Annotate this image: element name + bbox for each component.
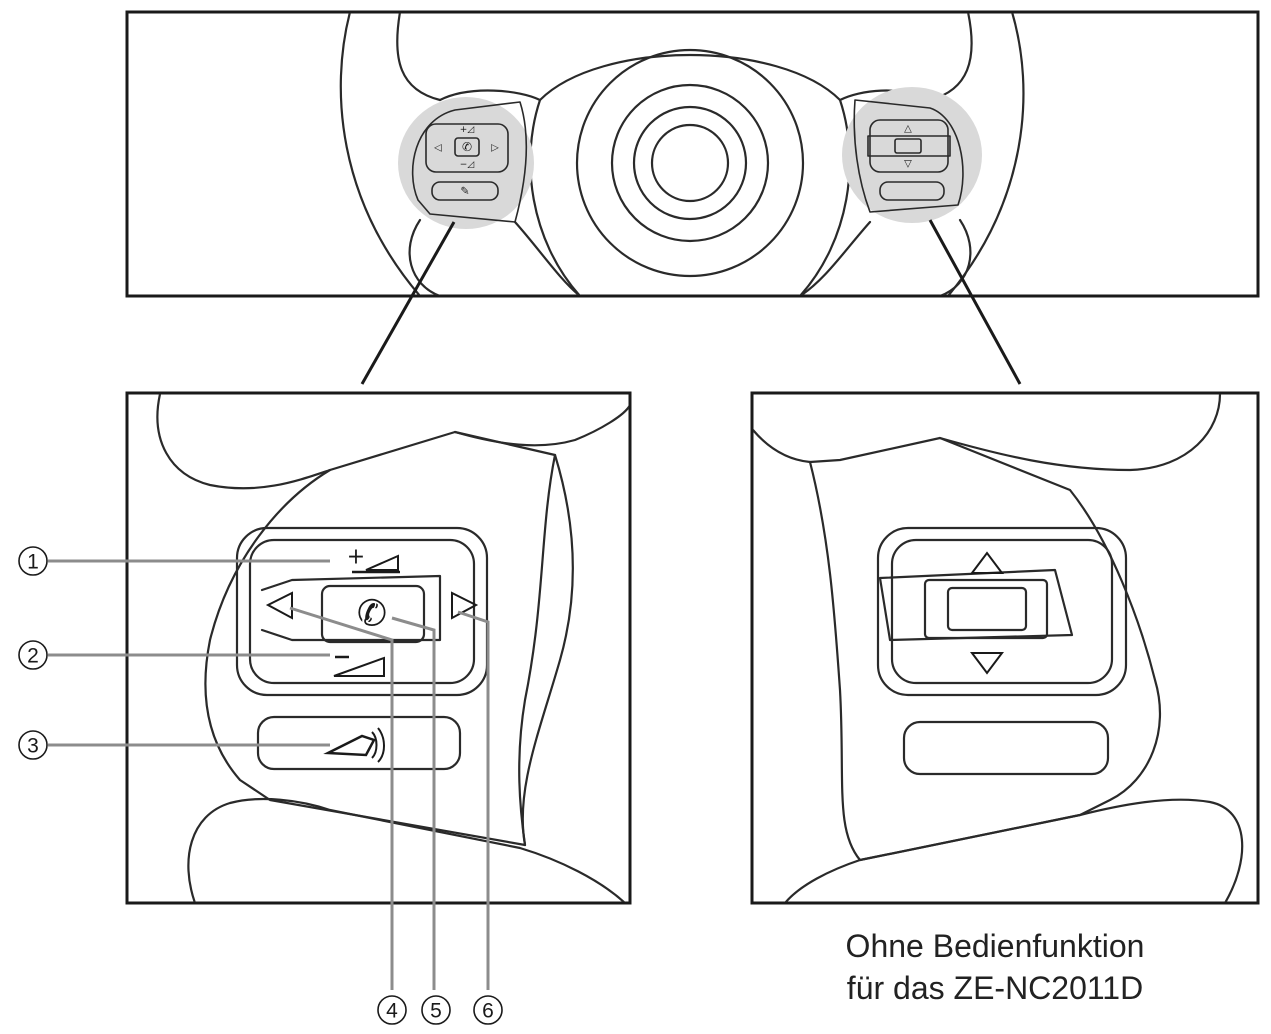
callout-line-6 [457,610,490,990]
left-controls-highlight [398,97,534,229]
triangle-down-icon [970,652,1004,675]
callout-number: 4 [386,1000,398,1023]
triangle-left-icon [265,591,293,620]
steering-wheel-overview: ✆ ◁ ▷ +◿ −◿ ✎ △ ▽ [125,10,1260,298]
wheel-hub-top [438,54,932,102]
overview-frame [125,10,1260,298]
callout-lines [48,559,490,990]
callout-number: 5 [430,1000,442,1023]
left-mini-voice-button [431,181,499,201]
callout-badge-5: 5 [421,995,451,1025]
right-lower-button [902,720,1110,776]
svg-text:✎: ✎ [460,185,469,198]
left-mini-cluster [425,123,509,173]
right-mini-cluster [869,119,949,173]
right-mini-panel [853,99,964,213]
svg-text:△: △ [904,124,912,135]
right-mini-button [879,181,945,201]
callout-badge-2: 2 [18,640,48,670]
svg-text:−◿: −◿ [460,160,475,170]
left-mini-panel [411,101,528,223]
triangle-right-icon [451,591,479,620]
callout-line-4 [289,606,394,990]
right-spoke-body [808,436,1162,862]
callout-badge-1: 1 [18,546,48,576]
hub-emblem [650,123,730,203]
voice-control-button [256,715,462,771]
left-button-cluster [235,526,489,697]
right-center-frame [923,578,1049,640]
left-detail-frame [125,391,632,905]
callout-badge-4: 4 [377,995,407,1025]
callout-number: 3 [27,735,39,758]
wheel-rim-left [339,13,421,295]
right-detail-frame [750,391,1260,905]
right-center-button [946,586,1028,632]
triangle-up-icon [970,551,1004,574]
volume-down-icon [333,655,385,677]
volume-up-icon: + [347,545,400,574]
left-rim-lower [187,797,626,902]
callout-badge-6: 6 [473,995,503,1025]
callout-number: 2 [27,645,39,668]
callout-number: 6 [482,1000,494,1023]
phone-icon: ✆ [357,594,387,635]
left-controls-detail: + ✆ [125,391,632,905]
caption-line-1: Ohne Bedienfunktion [845,928,1145,964]
hub-middle-ring [610,83,770,243]
voice-control-icon [323,727,385,763]
right-button-cluster [876,526,1128,697]
callout-badge-3: 3 [18,730,48,760]
leader-line-right [928,219,1022,385]
svg-text:▷: ▷ [491,143,499,154]
right-rim-lower [784,798,1244,902]
wheel-rim-right [947,13,1025,295]
caption-line-2: für das ZE-NC2011D [846,970,1144,1006]
callout-line-5 [391,616,436,990]
hub-outer-ring [575,48,805,278]
svg-text:+◿: +◿ [460,125,475,135]
svg-text:▽: ▽ [904,159,912,170]
callout-number: 1 [27,551,39,574]
mini-phone-icon: ✆ [462,140,472,154]
right-controls-detail [750,391,1260,905]
svg-text:◁: ◁ [434,143,442,154]
right-rim-upper [753,394,1222,472]
svg-text:+: + [347,545,365,570]
leader-line-left [360,221,456,385]
phone-button [320,584,426,644]
